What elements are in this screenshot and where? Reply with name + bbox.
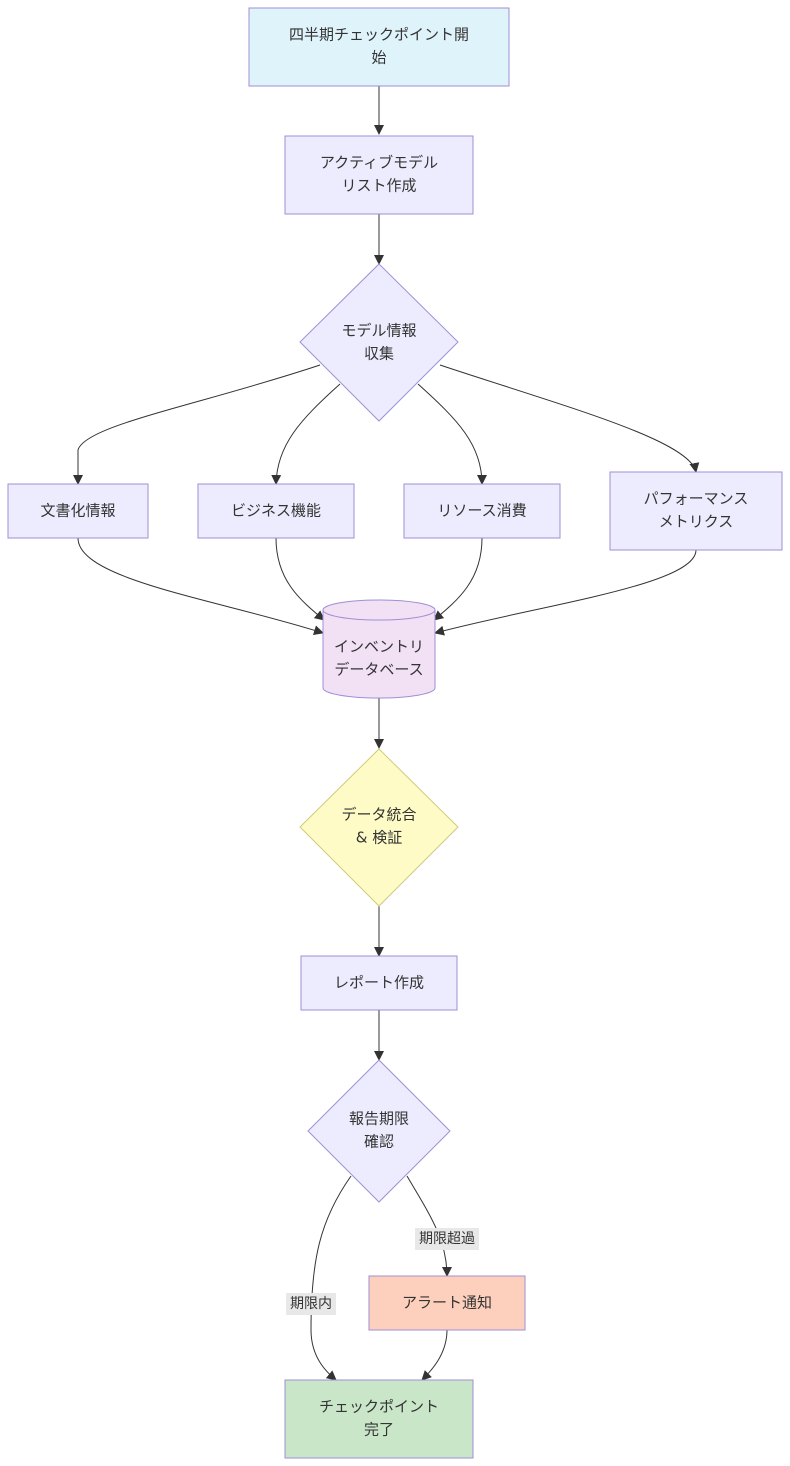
node-start: 四半期チェックポイント開 始 [248, 7, 510, 87]
node-performance-line-2: メトリクス [659, 513, 734, 531]
node-active-list-line-2: リスト作成 [341, 177, 416, 195]
edge-collect-to-docs [73, 364, 321, 485]
edge-label-on-time: 期限内 [286, 1293, 336, 1315]
node-done-line-1: チェックポイント [319, 1398, 439, 1416]
edge-label-overdue: 期限超過 [415, 1228, 479, 1250]
node-start-line-2: 始 [371, 49, 386, 67]
edge-alert-to-done [421, 1329, 448, 1381]
node-collect-line-1: モデル情報 [341, 322, 416, 340]
node-active-list: アクティブモデル リスト作成 [284, 135, 474, 215]
edge-deadline-to-alert [406, 1175, 452, 1277]
node-validate-line-1: データ統合 [341, 806, 416, 824]
node-inventory-db-line-1: インベントリ [334, 638, 424, 656]
node-business: ビジネス機能 [197, 483, 355, 539]
edge-collect-to-business [271, 383, 341, 485]
node-docs-line-1: 文書化情報 [40, 502, 115, 520]
node-done: チェックポイント 完了 [284, 1379, 474, 1459]
node-alert: アラート通知 [368, 1275, 526, 1331]
node-business-line-1: ビジネス機能 [231, 502, 321, 520]
edge-label-on-time-text: 期限内 [290, 1296, 332, 1312]
node-performance-line-1: パフォーマンス [644, 490, 749, 508]
edge-resources-to-inventory [433, 537, 483, 621]
node-start-line-1: 四半期チェックポイント開 [289, 26, 469, 44]
node-deadline-line-1: 報告期限 [349, 1110, 409, 1128]
edges [73, 86, 700, 1381]
node-report-line-1: レポート作成 [334, 974, 424, 992]
node-resources-line-1: リソース消費 [437, 502, 526, 520]
edge-collect-to-performance [439, 364, 700, 473]
node-collect-line-2: 収集 [364, 345, 394, 363]
edge-collect-to-resources [417, 383, 487, 485]
node-deadline: 報告期限 確認 [307, 1059, 451, 1203]
node-performance: パフォーマンス メトリクス [609, 471, 783, 551]
node-active-list-line-1: アクティブモデル [320, 154, 438, 172]
edge-deadline-to-done [310, 1175, 352, 1381]
edge-performance-to-inventory [434, 549, 697, 636]
node-collect: モデル情報 収集 [299, 263, 459, 422]
edge-label-overdue-text: 期限超過 [419, 1231, 475, 1247]
node-done-line-2: 完了 [364, 1421, 394, 1439]
node-inventory-db: インベントリ データベース [322, 599, 436, 699]
node-resources: リソース消費 [403, 483, 561, 539]
node-alert-line-1: アラート通知 [402, 1294, 492, 1312]
node-validate-line-2: & 検証 [356, 829, 402, 847]
node-validate: データ統合 & 検証 [299, 748, 459, 907]
node-deadline-line-2: 確認 [364, 1133, 394, 1151]
edge-docs-to-inventory [77, 537, 324, 636]
node-inventory-db-line-2: データベース [334, 661, 423, 679]
node-docs: 文書化情報 [7, 483, 149, 539]
edge-business-to-inventory [275, 537, 325, 621]
node-report: レポート作成 [300, 955, 458, 1011]
